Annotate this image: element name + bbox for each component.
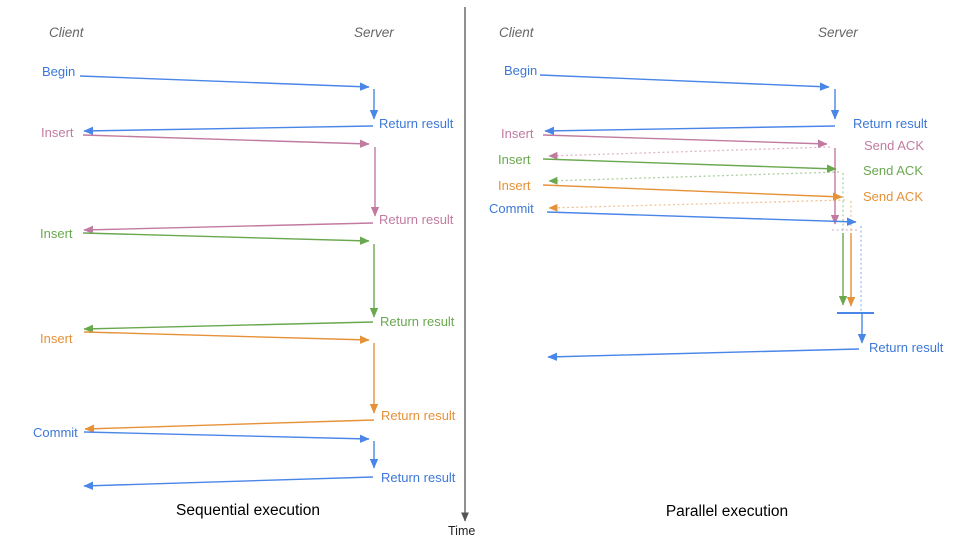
- par-insert1-request-arrow: [542, 134, 828, 148]
- seq-insert3-response-arrow: [84, 419, 375, 433]
- par-commit-request-arrow: [546, 211, 857, 226]
- par-insert1-ack-arrow: [548, 146, 831, 160]
- par-panel-title: Parallel execution: [665, 503, 789, 520]
- par-insert3-ack-label: Send ACK: [863, 189, 923, 204]
- seq-insert1-request-arrow: [82, 134, 370, 148]
- par-insert2-ack-label: Send ACK: [863, 163, 923, 178]
- par-server-header: Server: [818, 25, 858, 40]
- par-insert3-request-arrow: [542, 184, 843, 201]
- par-commit-return-label: Return result: [869, 340, 944, 355]
- par-insert1-label: Insert: [501, 126, 534, 141]
- seq-insert1-label: Insert: [41, 125, 74, 140]
- par-client-header: Client: [499, 25, 534, 40]
- seq-begin-response-arrow: [83, 125, 374, 136]
- seq-insert2-request-arrow: [82, 232, 370, 245]
- par-begin-response-arrow: [544, 125, 836, 136]
- par-insert3-label: Insert: [498, 178, 531, 193]
- time-axis-label: Time: [448, 524, 476, 538]
- seq-commit-response-arrow: [83, 476, 374, 490]
- par-begin-label: Begin: [504, 63, 538, 78]
- seq-insert3-request-arrow: [83, 331, 370, 344]
- seq-commit-request-arrow: [83, 431, 370, 443]
- seq-insert1-response-arrow: [83, 222, 374, 234]
- par-insert2-label: Insert: [498, 152, 531, 167]
- seq-commit-return-label: Return result: [381, 470, 456, 485]
- par-insert2-request-arrow: [542, 158, 837, 173]
- seq-insert3-label: Insert: [40, 331, 73, 346]
- par-commit-response-arrow: [547, 348, 860, 361]
- par-begin-return-label: Return result: [853, 116, 928, 131]
- par-commit-label: Commit: [489, 201, 534, 216]
- seq-begin-label: Begin: [42, 64, 76, 79]
- par-insert1-ack-label: Send ACK: [864, 138, 924, 153]
- seq-insert3-return-label: Return result: [381, 408, 456, 423]
- seq-client-header: Client: [49, 25, 84, 40]
- par-insert3-ack-arrow: [548, 199, 846, 212]
- seq-server-header: Server: [354, 25, 394, 40]
- par-begin-request-arrow: [539, 74, 830, 91]
- seq-begin-request-arrow: [79, 75, 370, 91]
- seq-insert2-response-arrow: [83, 321, 374, 333]
- seq-insert2-return-label: Return result: [380, 314, 455, 329]
- par-insert2-ack-arrow: [548, 171, 840, 185]
- seq-panel-title: Sequential execution: [176, 502, 320, 519]
- seq-insert1-return-label: Return result: [379, 212, 454, 227]
- seq-commit-label: Commit: [33, 425, 78, 440]
- seq-begin-return-label: Return result: [379, 116, 454, 131]
- seq-insert2-label: Insert: [40, 226, 73, 241]
